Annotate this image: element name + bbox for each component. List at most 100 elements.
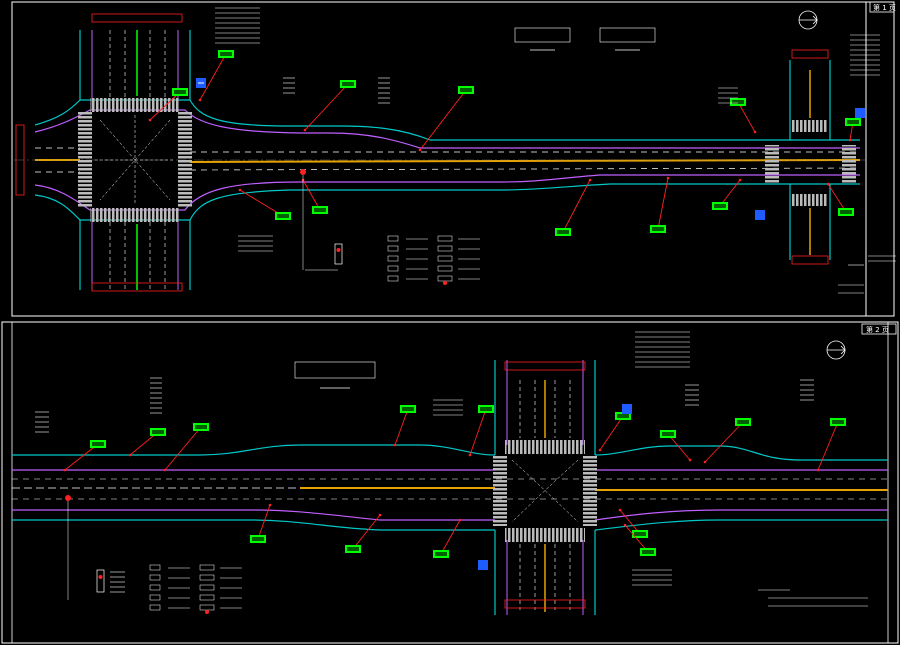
- crosswalk-right-west: [765, 145, 779, 183]
- legend-symbol: [149, 604, 161, 611]
- sheet-2-section-view: [294, 361, 376, 389]
- dimension-south: [91, 282, 183, 292]
- callout-tag: [250, 503, 272, 543]
- cross-road-right-edges: [789, 60, 831, 260]
- dimension-2-north: [504, 361, 586, 371]
- annotation-block: [150, 377, 162, 414]
- callout-tag: [598, 412, 631, 452]
- legend-symbol: [199, 564, 215, 571]
- crosswalk-west: [78, 112, 92, 208]
- sheet-1-intersection-right: [765, 49, 856, 265]
- crosswalk-2-south: [505, 528, 585, 542]
- sheet-2-page-box: [861, 323, 897, 335]
- section-view-2: [599, 27, 656, 43]
- turn-guide-lines-2: [511, 459, 579, 523]
- callout-tag: [128, 428, 166, 457]
- sheet-2: 第 2 页: [1, 321, 899, 644]
- legend-symbol: [149, 564, 161, 571]
- road-curb-south-2: [12, 509, 888, 521]
- annotation-block: [238, 235, 273, 252]
- section-view-3: [294, 361, 376, 379]
- callout-tag: [163, 423, 209, 472]
- legend-symbol: [149, 584, 161, 591]
- sheet-2-legend: [149, 564, 242, 614]
- legend-symbol: [199, 604, 215, 611]
- dimension-right-south: [791, 255, 829, 265]
- north-lanes-2: [519, 380, 571, 610]
- legend-symbol: [387, 275, 399, 282]
- annotation-block: [718, 87, 738, 104]
- sign-icon: [196, 78, 206, 88]
- legend-symbol: [387, 245, 399, 252]
- crosswalk-right-east: [842, 145, 856, 183]
- sign-icon: [622, 404, 632, 414]
- callout-tag: [148, 88, 188, 122]
- annotation-block: [110, 571, 125, 593]
- sheet-2-frame: [1, 321, 899, 644]
- traffic-signal-icon: [305, 243, 343, 271]
- crosswalk-right-north: [792, 120, 828, 132]
- callout-tag: [345, 513, 382, 553]
- road-curb-north: [34, 109, 860, 149]
- cross-road-south-edges: [79, 220, 191, 290]
- crosswalk-right-south: [792, 194, 828, 206]
- callout-tag: [703, 418, 751, 464]
- cross-road-2-edges: [494, 360, 596, 615]
- cross-road-curbs: [91, 30, 179, 290]
- legend-symbol: [387, 255, 399, 262]
- annotation-block: [283, 77, 295, 94]
- legend-symbol: [437, 275, 453, 282]
- legend-symbol: [437, 245, 453, 252]
- callout-tag: [433, 518, 462, 558]
- callout-tag: [468, 405, 494, 457]
- legend-symbol: [149, 594, 161, 601]
- turn-guide-lines: [95, 115, 175, 205]
- traffic-signal-icon: [65, 495, 105, 600]
- annotation-block: [850, 34, 880, 76]
- legend-signal-icon: [443, 281, 447, 285]
- crosswalk-east: [178, 112, 192, 208]
- legend-symbol: [199, 584, 215, 591]
- legend-symbol: [387, 235, 399, 242]
- dimension-west: [15, 124, 25, 196]
- crosswalk-north: [90, 98, 180, 112]
- callout-tag: [303, 80, 356, 132]
- annotation-block: [35, 411, 49, 433]
- road-edge-south-2: [12, 519, 888, 531]
- sheet-2-main-road: [12, 444, 888, 531]
- sheet-1-callouts: [148, 50, 861, 236]
- traffic-signal-icon: [300, 169, 306, 270]
- legend-symbol: [437, 235, 453, 242]
- sheet-1-frame: [11, 1, 895, 317]
- annotation-block: [685, 384, 699, 406]
- road-edge-north-2: [12, 444, 888, 461]
- callout-tag: [816, 418, 846, 472]
- crosswalk-2-north: [505, 440, 585, 454]
- section-view-1: [514, 27, 571, 43]
- callout-tag: [623, 523, 656, 556]
- dimension-2-south: [504, 599, 586, 609]
- callout-tag: [826, 182, 854, 216]
- legend-symbol: [437, 255, 453, 262]
- annotation-block: [800, 379, 814, 401]
- callout-tag: [418, 86, 474, 152]
- crosswalk-2-east: [583, 456, 597, 526]
- callout-tag: [712, 178, 742, 210]
- dimension-north: [91, 13, 183, 23]
- north-arrow-icon: [826, 340, 846, 360]
- sign-icon: [755, 210, 765, 220]
- legend-symbol: [387, 265, 399, 272]
- sheet-1: 第 1 页: [11, 1, 896, 317]
- legend-symbol: [199, 574, 215, 581]
- sign-icon: [478, 560, 488, 570]
- lane-divider-2: [189, 167, 861, 171]
- sheet-2-intersection: [493, 360, 597, 615]
- sheet-1-notes: [838, 264, 864, 294]
- sheet-2-callouts: [63, 405, 846, 558]
- annotation-block: [868, 255, 896, 262]
- road-curb-south: [34, 174, 860, 211]
- road-edge-south: [34, 183, 860, 221]
- road-centerline: [189, 159, 861, 163]
- cross-road-north-edges: [79, 30, 191, 100]
